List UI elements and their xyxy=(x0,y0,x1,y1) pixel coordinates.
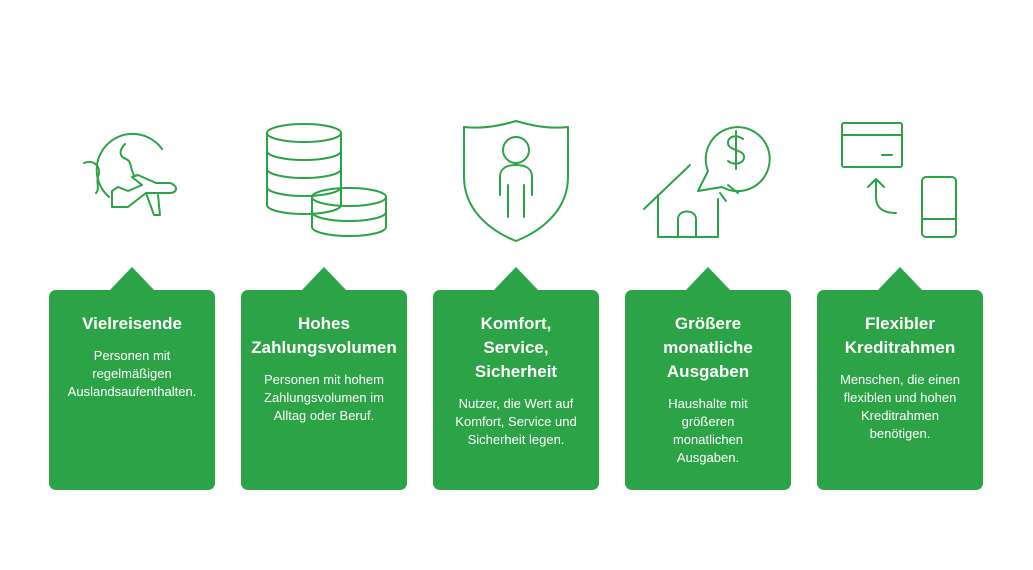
house-dollar-icon xyxy=(638,113,778,245)
segment-komfort-service-sicherheit: Komfort, Service, Sicherheit Nutzer, die… xyxy=(433,0,599,570)
card-to-phone-icon xyxy=(830,113,970,245)
segment-title: Größere monatliche Ausgaben xyxy=(663,314,753,381)
segment-groessere-ausgaben: Größere monatliche Ausgaben Haushalte mi… xyxy=(625,0,791,570)
shield-person-icon xyxy=(446,113,586,245)
segment-card: Hohes Zahlungsvolumen Personen mit hohem… xyxy=(241,267,407,490)
segment-title: Flexibler Kreditrahmen xyxy=(844,314,956,357)
segment-description: Personen mit hohem Zahlungsvolumen im Al… xyxy=(264,372,384,423)
segment-description: Haushalte mit größeren monatlichen Ausga… xyxy=(668,396,748,465)
segment-description: Personen mit regelmäßigen Auslandsaufent… xyxy=(67,348,197,399)
segment-flexibler-kreditrahmen: Flexibler Kreditrahmen Menschen, die ein… xyxy=(817,0,983,570)
segment-description: Nutzer, die Wert auf Komfort, Service un… xyxy=(455,396,577,447)
segment-hohes-zahlungsvolumen: Hohes Zahlungsvolumen Personen mit hohem… xyxy=(241,0,407,570)
coin-stack-icon xyxy=(254,113,394,245)
segment-title: Vielreisende xyxy=(82,314,182,333)
segment-card: Flexibler Kreditrahmen Menschen, die ein… xyxy=(817,267,983,490)
segment-card: Komfort, Service, Sicherheit Nutzer, die… xyxy=(433,267,599,490)
segment-title: Komfort, Service, Sicherheit xyxy=(474,314,558,381)
segment-title: Hohes Zahlungsvolumen xyxy=(251,314,397,357)
segment-description: Menschen, die einen flexiblen und hohen … xyxy=(840,372,960,441)
segment-vielreisende: Vielreisende Personen mit regelmäßigen A… xyxy=(49,0,215,570)
globe-airplane-icon xyxy=(62,113,202,245)
segment-card: Vielreisende Personen mit regelmäßigen A… xyxy=(49,267,215,490)
segment-card: Größere monatliche Ausgaben Haushalte mi… xyxy=(625,267,791,490)
